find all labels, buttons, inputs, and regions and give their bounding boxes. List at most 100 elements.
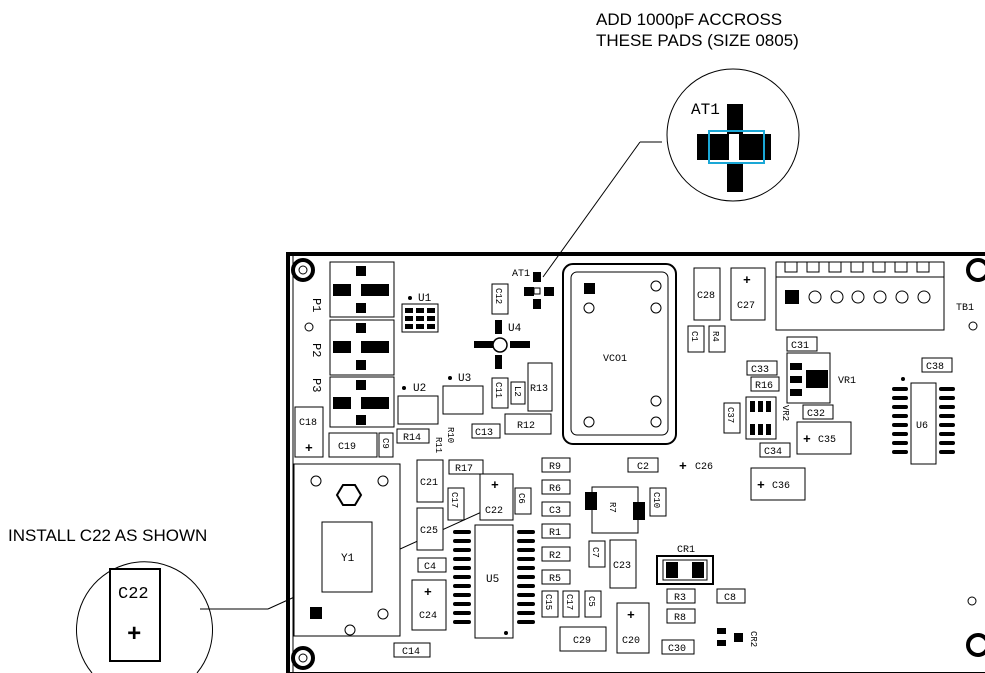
cap-c6: C6	[514, 487, 532, 515]
regulator-vr2-label: VR2	[780, 405, 790, 421]
resistor-r2-label: R2	[549, 551, 561, 562]
cap-c24: + C24	[411, 579, 447, 631]
resistor-r6: R6	[541, 479, 571, 495]
cap-c34: C34	[759, 442, 791, 458]
connector-p2: P2	[309, 319, 395, 376]
mounting-hole-bottom-right	[966, 633, 985, 657]
resistor-r4-label: R4	[710, 331, 720, 342]
cap-c24-polarity-mark: +	[424, 585, 432, 600]
callout-c22-label: C22	[118, 585, 149, 604]
cap-c30-label: C30	[668, 644, 686, 655]
cap-c13: C13	[471, 423, 501, 439]
note-add-capacitor-line2: THESE PADS (SIZE 0805)	[596, 31, 799, 50]
cap-c19-label: C19	[338, 442, 356, 453]
resistor-r17-label: R17	[455, 464, 473, 475]
resistor-r3-label: R3	[674, 593, 686, 604]
cap-c1: C1	[687, 325, 705, 353]
inductor-l2: L2	[510, 381, 526, 405]
connector-p3-label: P3	[309, 378, 323, 392]
resistor-r1-label: R1	[549, 528, 561, 539]
attenuator-at1-label: AT1	[512, 269, 530, 280]
cap-c3: C3	[541, 501, 571, 517]
ic-u1-label: U1	[418, 293, 432, 305]
cap-c29-label: C29	[573, 636, 591, 647]
pcb-board: P1 P2 P3 U1	[286, 252, 985, 673]
cap-c28-label: C28	[697, 291, 715, 302]
resistor-r17: R17	[448, 459, 484, 475]
cap-c38: C38	[921, 357, 953, 373]
cap-c27: + C27	[730, 267, 766, 321]
resistor-r9: R9	[541, 457, 571, 473]
resistor-r12-label: R12	[517, 421, 535, 432]
cap-c23-label: C23	[613, 561, 631, 572]
ic-u2: U2	[397, 383, 439, 425]
resistor-r8-label: R8	[674, 613, 686, 624]
ic-u6-label: U6	[916, 421, 928, 432]
cap-c30: C30	[661, 639, 695, 655]
cap-c4: C4	[417, 557, 447, 573]
callout-at1-pad-bottom	[727, 162, 743, 192]
cap-c9-label: C9	[380, 438, 390, 449]
cap-c25: C25	[416, 507, 444, 551]
cap-c28: C28	[693, 267, 721, 321]
cap-c15-label: C15	[543, 594, 553, 610]
cap-c25-label: C25	[420, 526, 438, 537]
cap-c10: C10	[649, 487, 667, 517]
mounting-hole-bottom-left	[291, 646, 315, 670]
callout-c22-body	[109, 568, 161, 662]
cap-c35: + C35	[796, 421, 852, 455]
cap-c36: + C36	[750, 467, 806, 501]
cap-c15: C15	[541, 590, 559, 618]
resistor-r11-label: R11	[433, 437, 443, 453]
resistor-r16-label: R16	[755, 381, 773, 392]
ic-u4: U4	[474, 320, 530, 369]
cap-c4-label: C4	[424, 562, 436, 573]
cap-c33-label: C33	[751, 365, 769, 376]
cap-c29: C29	[559, 626, 607, 652]
resistor-r7: R7	[585, 486, 645, 534]
diode-cr2: CR2	[717, 628, 758, 647]
cap-c38-label: C38	[926, 362, 944, 373]
cap-c34-label: C34	[764, 447, 782, 458]
ic-u6: U6	[892, 377, 955, 465]
cap-c37: C37	[723, 402, 741, 434]
cap-c27-label: C27	[737, 301, 755, 312]
cap-c2-label: C2	[637, 462, 649, 473]
cap-c7-label: C7	[590, 547, 600, 558]
note-add-capacitor-line1: ADD 1000pF ACCROSS	[596, 10, 783, 29]
regulator-vr1: VR1	[786, 352, 856, 404]
callout-at1-pad-right	[739, 134, 771, 160]
cap-c6-label: C6	[516, 493, 526, 504]
cap-c17-lower-label: C17	[564, 594, 574, 610]
cap-c11: C11	[491, 377, 509, 409]
cap-c18-label: C18	[299, 418, 317, 429]
cap-c35-label: C35	[818, 435, 836, 446]
cap-c31: C31	[786, 336, 818, 352]
cap-c12: C12	[491, 283, 509, 315]
cap-c11-label: C11	[493, 382, 503, 398]
ic-u5: U5	[453, 524, 535, 639]
resistor-r10: R10	[445, 427, 455, 443]
callout-at1: AT1	[542, 68, 800, 278]
resistor-r4: R4	[708, 325, 726, 353]
callout-at1-label: AT1	[691, 101, 720, 119]
ic-u3: U3	[442, 373, 484, 415]
cap-c36-label: C36	[772, 481, 790, 492]
resistor-r11: R11	[433, 437, 443, 453]
cap-c22-label: C22	[485, 506, 503, 517]
cap-c8-label: C8	[724, 593, 736, 604]
cap-c36-polarity-mark: +	[757, 478, 765, 493]
cap-c9: C9	[378, 432, 394, 458]
ic-u5-label: U5	[486, 574, 499, 586]
callout-c22-plus: +	[127, 622, 141, 649]
cap-c12-label: C12	[493, 288, 503, 304]
cap-c18-polarity-mark: +	[305, 441, 313, 456]
cap-c3-label: C3	[549, 506, 561, 517]
connector-p2-label: P2	[309, 343, 323, 357]
callout-at1-pad-top	[727, 104, 743, 134]
cap-c2: C2	[627, 457, 659, 473]
inductor-l2-label: L2	[512, 386, 522, 397]
resistor-r2: R2	[541, 546, 571, 562]
cap-c13-label: C13	[475, 428, 493, 439]
resistor-r5: R5	[541, 569, 571, 585]
